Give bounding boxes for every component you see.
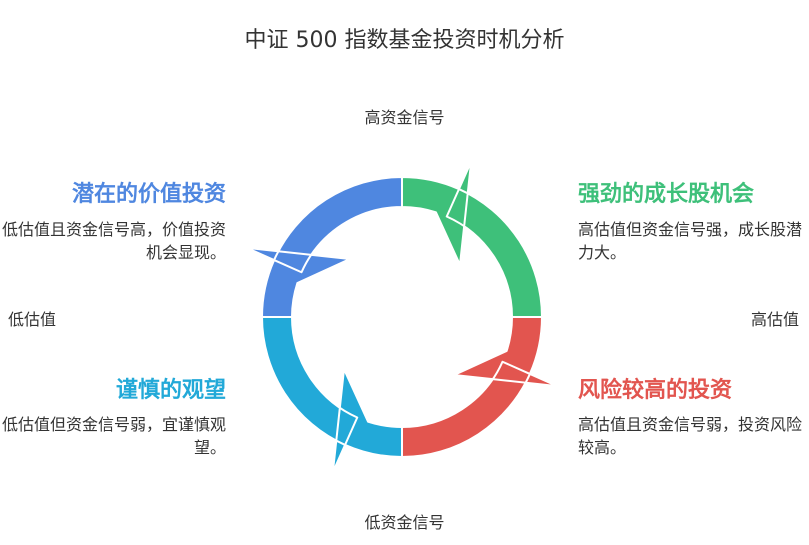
quadrant-desc-top-right: 高估值但资金信号强，成长股潜力大。 bbox=[578, 220, 803, 262]
axis-label-right: 高估值 bbox=[750, 310, 799, 329]
page-title: 中证 500 指数基金投资时机分析 bbox=[244, 28, 565, 53]
quadrant-title-bottom-right: 风险较高的投资 bbox=[578, 378, 733, 403]
segment-bottom-right bbox=[401, 316, 559, 458]
quadrant-title-top-right: 强劲的成长股机会 bbox=[578, 182, 755, 207]
axis-label-top: 高资金信号 bbox=[364, 108, 445, 127]
quadrant-desc-bottom-right: 高估值且资金信号弱，投资风险较高。 bbox=[578, 415, 803, 457]
segment-top-left bbox=[245, 176, 403, 318]
axis-label-left: 低估值 bbox=[8, 310, 57, 329]
quadrant-title-bottom-left: 谨慎的观望 bbox=[115, 378, 226, 403]
segment-bottom-left bbox=[261, 316, 403, 474]
segment-top-right bbox=[401, 160, 543, 318]
quadrant-desc-top-left: 低估值且资金信号高，价值投资机会显现。 bbox=[2, 220, 227, 262]
axis-label-bottom: 低资金信号 bbox=[364, 513, 445, 532]
quadrant-title-top-left: 潜在的价值投资 bbox=[71, 182, 226, 207]
quadrant-desc-bottom-left: 低估值但资金信号弱，宜谨慎观望。 bbox=[2, 415, 227, 457]
